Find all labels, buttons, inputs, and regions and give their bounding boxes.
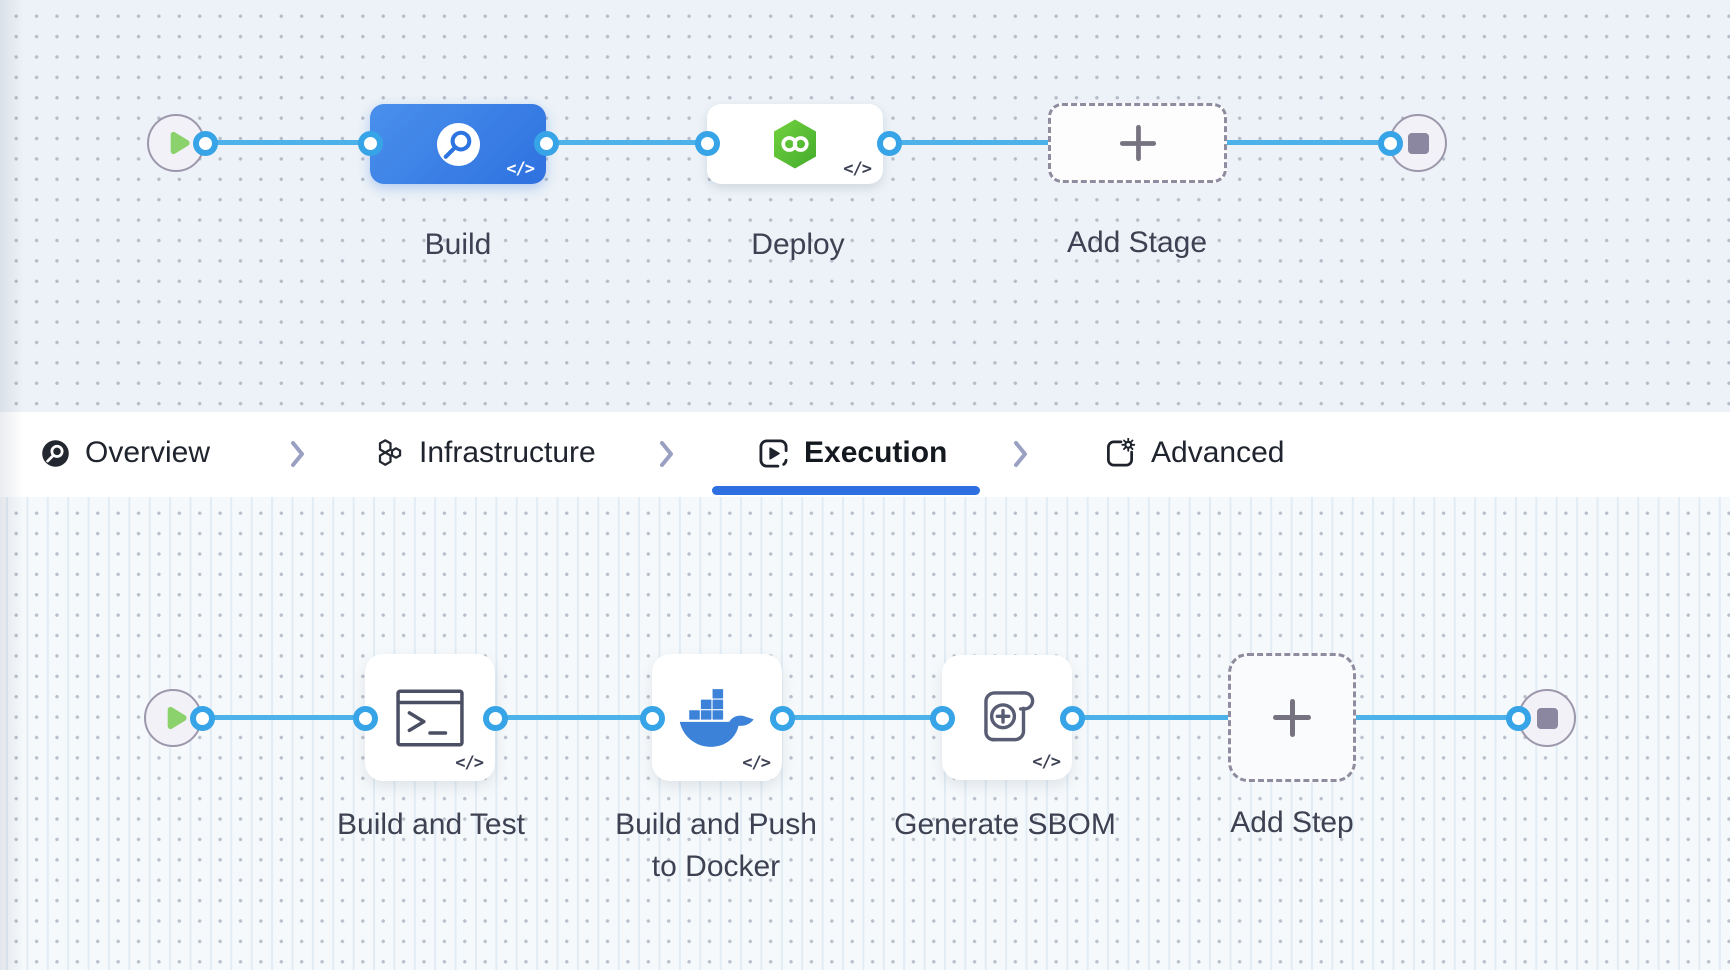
steps-end-node[interactable] — [1518, 689, 1576, 747]
port-deploy-out[interactable] — [876, 130, 902, 156]
stage-label-deploy: Deploy — [751, 228, 845, 261]
plus-icon — [1119, 124, 1157, 162]
stage-config-tabbar: Overview Infrastructure Execution — [0, 412, 1730, 497]
edge-run-to-docker — [495, 715, 654, 720]
add-stage-button[interactable] — [1048, 103, 1227, 183]
docker-whale-icon — [679, 688, 754, 747]
stop-icon — [1536, 707, 1558, 729]
tab-label: Advanced — [1151, 436, 1285, 469]
steps-start-node[interactable] — [144, 689, 202, 747]
stage-label-build: Build — [424, 228, 492, 261]
tab-label: Infrastructure — [419, 436, 596, 469]
port-start-out[interactable] — [192, 130, 218, 156]
scroll-plus-icon — [984, 690, 1035, 741]
step-card-build-and-test[interactable]: </> — [365, 654, 495, 781]
port-build-in[interactable] — [357, 130, 383, 156]
tab-infrastructure[interactable]: Infrastructure — [374, 434, 596, 472]
yaml-code-badge[interactable]: </> — [455, 753, 484, 773]
step-label-line-2: to Docker — [651, 850, 781, 883]
step-label-build-and-test: Build and Test — [337, 808, 525, 841]
tab-execution[interactable]: Execution — [758, 434, 947, 472]
gear-square-icon — [1107, 437, 1136, 466]
tab-label: Overview — [85, 436, 211, 469]
tab-advanced[interactable]: Advanced — [1105, 434, 1284, 472]
yaml-code-badge[interactable]: </> — [742, 753, 771, 773]
yaml-code-badge[interactable]: </> — [506, 159, 535, 179]
port-docker-out[interactable] — [769, 705, 795, 731]
port-sbom-out[interactable] — [1059, 705, 1085, 731]
step-card-generate-sbom[interactable]: </> — [942, 655, 1072, 780]
stage-card-deploy[interactable]: </> — [707, 104, 883, 184]
terminal-icon — [396, 688, 464, 747]
step-label-build-and-push: Build and Push to Docker — [516, 804, 916, 888]
pipeline-start-node[interactable] — [147, 114, 205, 172]
yaml-code-badge[interactable]: </> — [843, 159, 872, 179]
edge-start-to-build — [205, 140, 370, 145]
stage-graph-canvas[interactable]: </> </> Buil — [0, 0, 1730, 412]
port-end-in[interactable] — [1377, 130, 1403, 156]
edge-docker-to-sbom — [782, 715, 944, 720]
chevron-right-icon — [660, 441, 673, 467]
chevron-right-icon — [291, 441, 304, 467]
stage-label-add-stage: Add Stage — [1066, 226, 1208, 259]
stop-icon — [1407, 132, 1429, 154]
play-icon — [170, 131, 190, 155]
port-run-in[interactable] — [352, 705, 378, 731]
port-build-out[interactable] — [533, 130, 559, 156]
step-label-add-step: Add Step — [1230, 806, 1354, 839]
play-icon — [167, 706, 187, 730]
ci-build-icon — [436, 122, 480, 166]
active-tab-underline — [712, 486, 980, 495]
tab-overview[interactable]: Overview — [41, 434, 210, 472]
stage-card-build[interactable]: </> — [370, 104, 546, 184]
port-deploy-in[interactable] — [694, 130, 720, 156]
execution-step-graph-canvas[interactable]: </> </> — [0, 497, 1730, 970]
play-square-icon — [759, 439, 788, 467]
harness-cd-hexagon-icon — [774, 119, 816, 169]
chevron-right-icon — [1014, 441, 1027, 467]
port-sbom-in[interactable] — [929, 705, 955, 731]
edge-start-to-run — [202, 715, 367, 720]
yaml-code-badge[interactable]: </> — [1032, 752, 1061, 772]
ci-circle-icon — [42, 439, 69, 467]
hexagons-icon — [378, 439, 402, 466]
step-label-line-1: Build and Push — [615, 808, 817, 841]
edge-build-to-deploy — [546, 140, 707, 145]
step-card-build-and-push-to-docker[interactable]: </> — [652, 654, 782, 781]
tab-label: Execution — [804, 436, 948, 469]
port-run-out[interactable] — [482, 705, 508, 731]
add-step-button[interactable] — [1228, 653, 1356, 782]
port-docker-in[interactable] — [639, 705, 665, 731]
port-start-out[interactable] — [189, 705, 215, 731]
plus-icon — [1272, 698, 1312, 738]
port-end-in[interactable] — [1505, 705, 1531, 731]
step-label-generate-sbom: Generate SBOM — [894, 808, 1116, 841]
